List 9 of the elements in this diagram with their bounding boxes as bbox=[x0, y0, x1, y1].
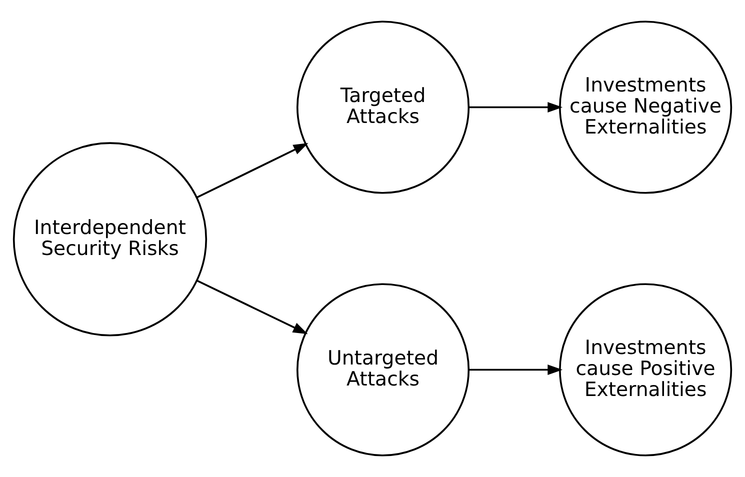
node-circle: Targeted Attacks bbox=[296, 20, 470, 194]
node-circle: Untargeted Attacks bbox=[296, 283, 470, 456]
arrow bbox=[196, 280, 308, 334]
node-circle: Interdependent Security Risks bbox=[12, 142, 208, 336]
node-circle: Investments cause Negative Externalities bbox=[559, 20, 732, 194]
node-circle: Investments cause Positive Externalities bbox=[559, 283, 732, 456]
arrow bbox=[468, 102, 563, 112]
arrow bbox=[196, 143, 308, 198]
arrow bbox=[468, 364, 563, 375]
